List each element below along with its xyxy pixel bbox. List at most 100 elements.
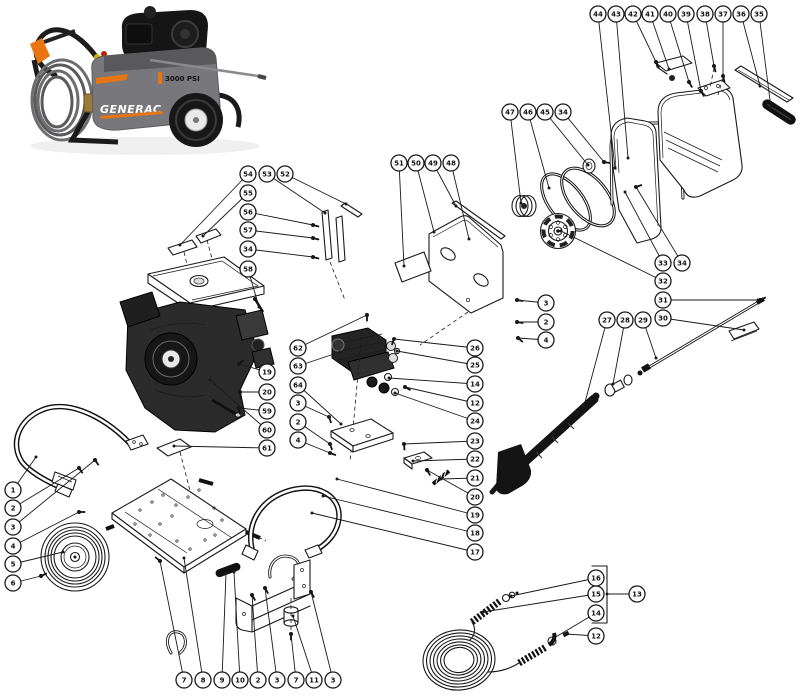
- callout-32: 32: [654, 272, 672, 290]
- callout-leader-43: [615, 13, 630, 160]
- callout-leader-35: [758, 13, 773, 110]
- callout-number: 35: [754, 11, 764, 19]
- callout-20: 20: [466, 488, 484, 506]
- callout-number: 34: [558, 109, 568, 117]
- callout-leader-61: [172, 444, 268, 449]
- callout-34: 34: [673, 254, 691, 272]
- callout-leader-64: [297, 384, 343, 426]
- callout-3: 3: [268, 671, 286, 689]
- callout-13: 13: [628, 585, 646, 603]
- callout-26: 26: [466, 339, 484, 357]
- callout-number: 2: [544, 319, 549, 327]
- callout-63: 63: [289, 357, 307, 375]
- callout-leader-24: [393, 391, 476, 422]
- callout-leader-23: [402, 440, 476, 446]
- callout-number: 4: [296, 437, 301, 445]
- callout-leader-9: [221, 571, 228, 681]
- callout-number: 54: [243, 171, 253, 179]
- callout-28: 28: [616, 311, 634, 329]
- callout-leader-15: [481, 593, 597, 614]
- callout-51: 51: [390, 154, 408, 172]
- callout-number: 61: [262, 445, 272, 453]
- callout-number: 25: [470, 362, 480, 370]
- callout-49: 49: [424, 154, 442, 172]
- callout-number: 38: [700, 11, 710, 19]
- callout-leader-54: [178, 173, 249, 247]
- callout-leader-42: [632, 13, 658, 64]
- photo-psi-label: 3000 PSI: [165, 75, 200, 83]
- callout-number: 34: [677, 260, 687, 268]
- callout-14: 14: [587, 604, 605, 622]
- callout-number: 56: [243, 209, 253, 217]
- callout-number: 57: [243, 227, 253, 235]
- callout-leader-34: [562, 111, 606, 164]
- callout-number: 62: [293, 345, 303, 353]
- foot-bracket-drawing: [166, 559, 311, 655]
- callout-number: 5: [11, 561, 16, 569]
- pump-mounting-plate-drawing: [330, 418, 394, 453]
- callout-38: 38: [696, 5, 714, 23]
- callout-11: 11: [305, 671, 323, 689]
- callout-number: 63: [293, 363, 303, 371]
- callout-60: 60: [258, 421, 276, 439]
- callout-number: 60: [262, 427, 272, 435]
- callout-number: 52: [280, 171, 290, 179]
- callout-number: 4: [544, 337, 549, 345]
- callout-leader-3: [12, 458, 97, 528]
- callout-leader-41: [649, 13, 671, 71]
- callout-leader-7: [158, 559, 185, 681]
- callout-23: 23: [466, 432, 484, 450]
- photo-gun-grip: [30, 38, 50, 64]
- callout-leader-25: [395, 349, 476, 366]
- callout-33: 33: [654, 254, 672, 272]
- callout-37: 37: [714, 5, 732, 23]
- callout-leader-18: [321, 494, 476, 534]
- callout-number: 39: [681, 11, 691, 19]
- callout-12: 12: [587, 627, 605, 645]
- callout-number: 40: [663, 11, 673, 19]
- callout-leader-34: [247, 248, 315, 259]
- callout-number: 18: [470, 530, 480, 538]
- callout-leader-4: [12, 510, 81, 547]
- callout-12: 12: [466, 394, 484, 412]
- spray-gun-drawing: [489, 392, 600, 495]
- callout-55: 55: [239, 184, 257, 202]
- callout-number: 37: [718, 11, 728, 19]
- callout-number: 14: [470, 381, 480, 389]
- callout-34: 34: [239, 240, 257, 258]
- photo-engine: [121, 6, 208, 58]
- callout-number: 50: [411, 160, 421, 168]
- wheel-drawing: [40, 522, 110, 592]
- callout-number: 11: [309, 677, 319, 685]
- callout-17: 17: [466, 543, 484, 561]
- callout-number: 34: [243, 246, 253, 254]
- callout-number: 46: [523, 109, 533, 117]
- callout-leader-56: [247, 211, 315, 227]
- callout-number: 64: [293, 382, 303, 390]
- callout-number: 41: [645, 11, 655, 19]
- callout-2: 2: [4, 499, 22, 517]
- callout-leader-53: [266, 173, 327, 215]
- callout-leader-47: [509, 111, 523, 205]
- callout-52: 52: [276, 165, 294, 183]
- callout-number: 12: [470, 400, 480, 408]
- callout-leader-62: [297, 313, 369, 349]
- rear-loop-handle-drawing: [241, 485, 342, 581]
- callout-leader-52: [284, 173, 348, 206]
- callout-leader-12: [403, 385, 476, 404]
- callout-34: 34: [554, 103, 572, 121]
- callout-7: 7: [287, 671, 305, 689]
- callout-27: 27: [598, 311, 616, 329]
- callout-leader-60: [208, 378, 268, 431]
- callout-number: 26: [470, 345, 480, 353]
- callout-62: 62: [289, 339, 307, 357]
- callout-leader-33: [623, 190, 664, 264]
- callout-48: 48: [442, 154, 460, 172]
- belt-guard-bracket-drawing: [394, 200, 506, 346]
- callout-number: 48: [446, 160, 456, 168]
- callout-leader-51: [398, 162, 406, 268]
- support-bars-drawing: [321, 202, 363, 301]
- callout-leader-31: [663, 298, 760, 302]
